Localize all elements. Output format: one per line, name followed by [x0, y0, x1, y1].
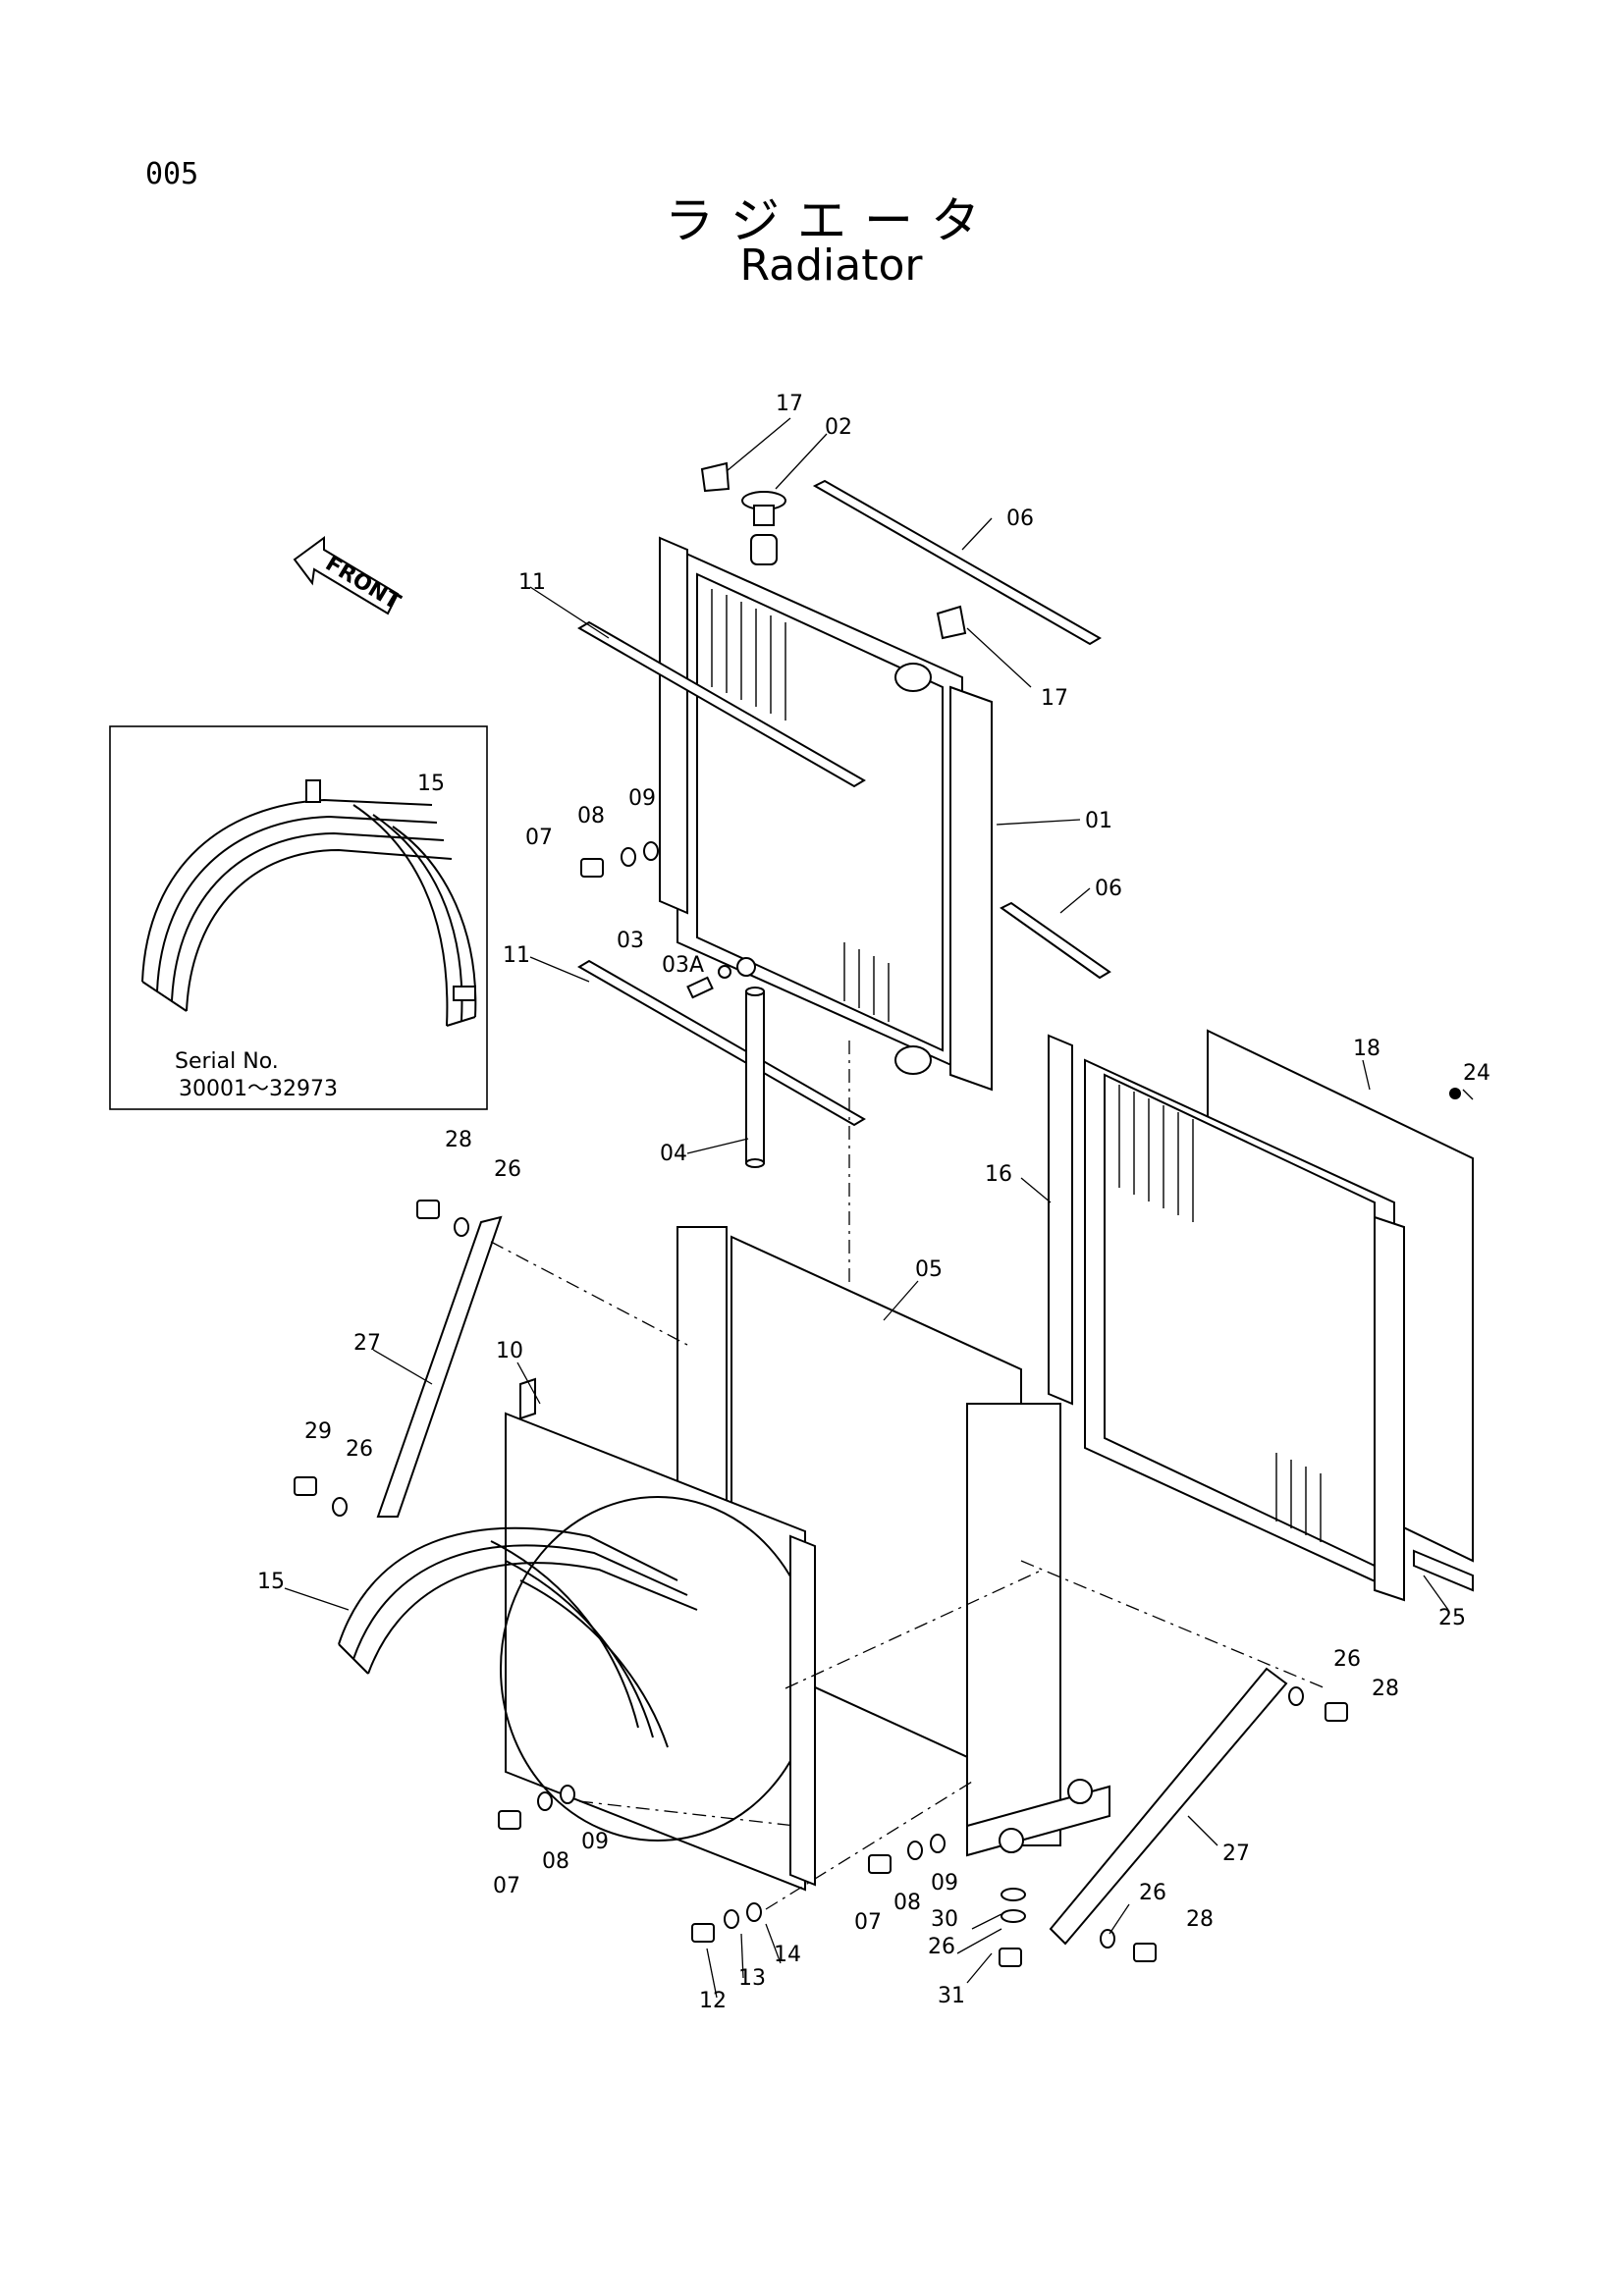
callout-11-top: 11	[518, 570, 546, 595]
callout-03: 03	[617, 929, 644, 953]
callout-10: 10	[496, 1339, 523, 1363]
callout-04: 04	[660, 1142, 687, 1166]
rubber-strip-part	[577, 479, 1111, 1127]
callout-07-lower-mid: 07	[854, 1910, 882, 1935]
radiator-core-part	[659, 461, 993, 1092]
callout-18: 18	[1353, 1037, 1380, 1061]
fan-shroud-part	[500, 1377, 816, 1892]
drain-cock-part	[686, 957, 756, 999]
callout-06-mid: 06	[1095, 877, 1122, 901]
callout-03A: 03A	[662, 953, 704, 978]
callout-07-upper: 07	[525, 826, 553, 850]
callout-08-lower-mid: 08	[893, 1891, 921, 1915]
page-number: 005	[145, 157, 199, 191]
callout-13: 13	[738, 1966, 766, 1991]
callout-28-upper-left: 28	[445, 1128, 472, 1152]
serial-range: 30001～32973	[179, 1077, 338, 1101]
callout-15-inset: 15	[417, 772, 445, 796]
callout-11-lower: 11	[503, 943, 530, 968]
callout-30: 30	[931, 1907, 958, 1932]
callout-01: 01	[1085, 809, 1112, 833]
callout-08-lower-left: 08	[542, 1849, 569, 1874]
callout-05: 05	[915, 1257, 943, 1282]
fan-guard-icon	[141, 779, 477, 1027]
callout-25: 25	[1438, 1606, 1466, 1630]
callout-24: 24	[1463, 1061, 1490, 1086]
washer-icon	[332, 841, 1304, 1949]
callout-28-lower-right: 28	[1186, 1907, 1214, 1932]
page-title-english: Radiator	[739, 240, 923, 291]
hose-part	[745, 987, 765, 1168]
serial-label: Serial No.	[175, 1049, 279, 1074]
callout-26-lower-right: 26	[1139, 1881, 1166, 1905]
callout-09-upper: 09	[628, 786, 656, 811]
callout-27-left: 27	[353, 1331, 381, 1356]
callout-08-upper: 08	[577, 804, 605, 828]
leader-lines	[284, 417, 1474, 1999]
callout-06-top: 06	[1006, 507, 1034, 531]
callout-26-lower-mid: 26	[928, 1935, 955, 1959]
page-title-japanese: ラジエータ	[665, 192, 998, 249]
callout-17-right: 17	[1041, 686, 1068, 711]
stay-part	[376, 1215, 1288, 1946]
callout-16: 16	[985, 1162, 1012, 1187]
front-arrow-label: FRONT	[321, 552, 405, 615]
inset-fan-guard-panel: Serial No. 30001～32973	[109, 725, 488, 1110]
callout-09-lower-mid: 09	[931, 1871, 958, 1896]
callout-labels: 17 02 06 11 17 01 09 08 07 06 03 03A 11 …	[257, 392, 1490, 2013]
assembly-lines	[490, 1041, 1326, 1910]
callout-07-lower-left: 07	[493, 1874, 520, 1898]
callout-14: 14	[774, 1943, 801, 1967]
callout-26-right: 26	[1333, 1647, 1361, 1672]
callout-27-right: 27	[1222, 1842, 1250, 1866]
callout-26-left: 26	[346, 1437, 373, 1462]
callout-29: 29	[304, 1419, 332, 1444]
callout-02: 02	[825, 415, 852, 440]
callout-28-right: 28	[1372, 1677, 1399, 1701]
callout-31: 31	[938, 1984, 965, 2008]
callout-12: 12	[699, 1989, 727, 2013]
oil-cooler-part	[1048, 1029, 1474, 1602]
callout-15-main: 15	[257, 1570, 285, 1594]
fan-guard-main-part	[338, 1526, 698, 1748]
callout-09-lower-left: 09	[581, 1830, 609, 1854]
callout-26-upper-left: 26	[494, 1157, 521, 1182]
callout-17-top: 17	[776, 392, 803, 416]
bolt-icon	[294, 858, 1348, 1967]
front-arrow-icon: FRONT	[293, 536, 405, 615]
